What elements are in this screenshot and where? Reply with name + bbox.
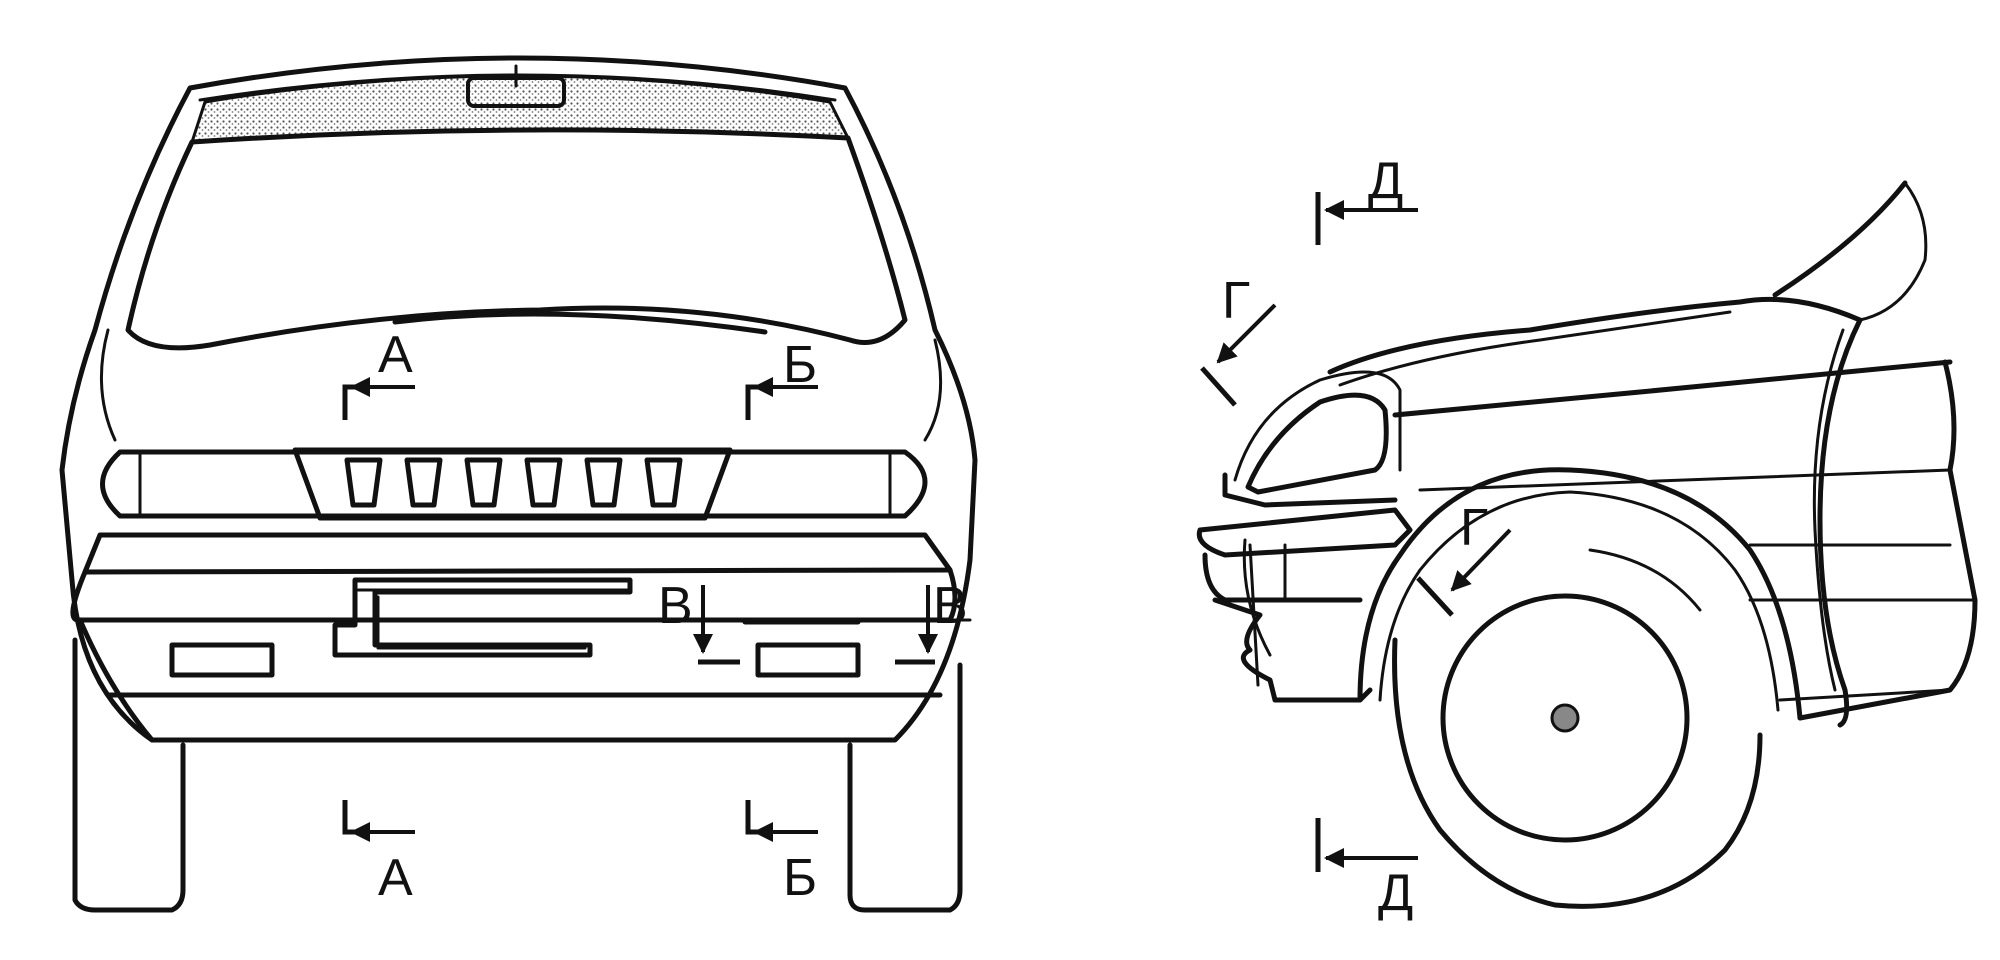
section-label-d-top: Д (1368, 152, 1403, 210)
section-marker-b-top: Б (745, 336, 818, 420)
section-label-b-bottom: Б (783, 849, 817, 907)
section-label-v-left: В (658, 577, 693, 635)
vent (584, 457, 623, 508)
wheel-arch-inner (1378, 490, 1780, 712)
headlamp (1245, 392, 1389, 495)
vent (524, 457, 563, 508)
section-label-b-top: Б (783, 336, 817, 394)
rear-window (125, 127, 908, 351)
section-label-a-bottom: А (378, 849, 413, 907)
a-pillar (1772, 180, 1908, 298)
section-marker-v-left: В (658, 577, 740, 665)
section-label-g-top: Г (1222, 272, 1250, 330)
rear-wiper (392, 311, 768, 335)
section-marker-b-bottom: Б (745, 800, 818, 907)
body-rear-edge (1797, 359, 1978, 721)
tire-inner-arc (1588, 548, 1702, 612)
section-marker-v-right: В (895, 577, 968, 665)
section-label-d-bottom: Д (1378, 864, 1413, 922)
garnish-vents (344, 457, 683, 508)
rear-body-outline (59, 55, 978, 743)
door-gap (1817, 317, 1863, 728)
tailgate-right-line (923, 338, 943, 442)
vent (464, 457, 503, 508)
wheel-rim (1440, 593, 1690, 843)
left-tire (72, 637, 186, 913)
belt-line (1392, 359, 1953, 418)
front-bumper-lower (1202, 552, 1373, 703)
rear-bumper-lower (77, 617, 155, 743)
hood-line (1327, 296, 1863, 375)
section-label-a-top: А (378, 326, 413, 384)
headlamp-surround (1233, 370, 1402, 482)
tailgate-left-line (100, 328, 117, 442)
section-label-g-middle: Г (1460, 499, 1488, 557)
taillight-bar (100, 449, 928, 519)
vent (644, 457, 683, 508)
section-label-v-right: В (933, 577, 968, 635)
front-bumper (1196, 507, 1413, 558)
left-reflector (169, 642, 275, 678)
side-view (1196, 180, 1978, 909)
tire-arc (1392, 637, 1763, 909)
body-side-line (1418, 468, 1952, 492)
door-gap-inner (1812, 328, 1845, 692)
section-marker-d-top: Д (1315, 152, 1418, 245)
wheel-arch (1357, 467, 1803, 721)
hood-crease (1338, 310, 1732, 387)
vent (404, 457, 443, 508)
bumper-vertical (1248, 543, 1287, 687)
section-marker-a-top: А (342, 326, 415, 420)
front-nose (1222, 472, 1398, 508)
right-reflector (755, 642, 861, 678)
license-plate-inner (356, 588, 632, 650)
section-marker-g-top: Г (1200, 272, 1277, 407)
a-pillar-edge (1858, 181, 1928, 322)
bumper-detail (1242, 538, 1272, 657)
wheel-hub (1550, 703, 1580, 733)
section-marker-d-bottom: Д (1315, 818, 1418, 922)
section-marker-a-bottom: А (342, 800, 415, 907)
body-step (1748, 543, 1977, 702)
section-marker-g-middle: Г (1416, 499, 1512, 617)
rear-view (59, 55, 978, 913)
right-tire (847, 662, 963, 913)
license-plate-recess (332, 577, 633, 658)
vent (344, 457, 383, 508)
rear-bumper-top (82, 532, 953, 575)
center-garnish (292, 447, 733, 521)
